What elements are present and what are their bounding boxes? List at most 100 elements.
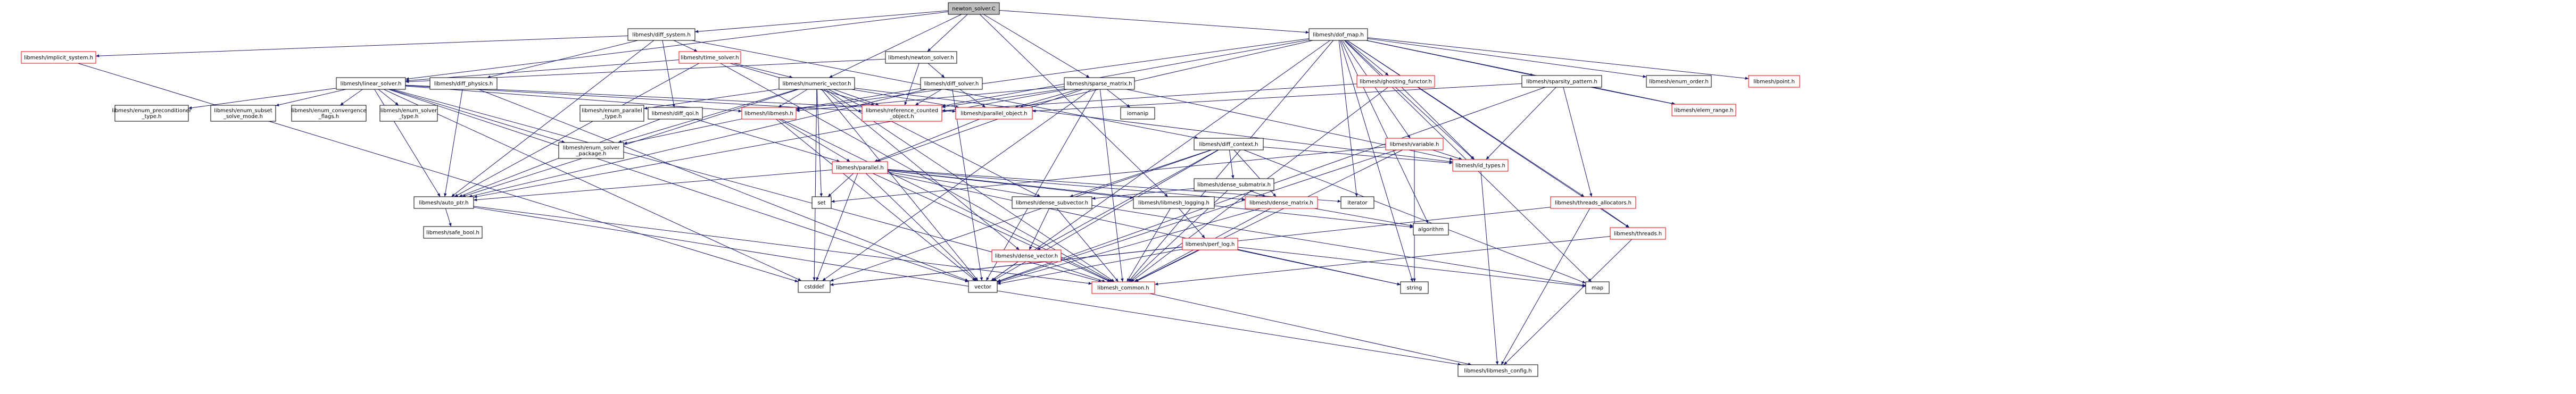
edge-linear_solver_h-to-cstddef — [383, 89, 802, 281]
node-diff-physics-h[interactable]: libmesh/diff_physics.h — [429, 77, 498, 90]
node-box — [1550, 196, 1636, 209]
node-linear-solver-h[interactable]: libmesh/linear_solver.h — [336, 77, 406, 90]
edge-newton_solver_C-to-newton_solver_h — [927, 14, 968, 52]
node-enum-order-h[interactable]: libmesh/enum_order.h — [1646, 75, 1712, 88]
edge-newton_solver_C-to-diff_system_h — [694, 10, 949, 33]
node-libmesh-h[interactable]: libmesh/libmesh.h — [741, 107, 797, 120]
node-map[interactable]: map — [1585, 281, 1610, 294]
node-set[interactable]: set — [811, 196, 832, 209]
node-label: _package.h — [576, 151, 607, 157]
edge-dof_map_h-to-id_types_h — [1344, 40, 1475, 160]
node-enum-preconditioner-type-h[interactable]: libmesh/enum_preconditioner_type.h — [112, 105, 192, 122]
node-libmesh-common-h[interactable]: libmesh_common.h — [1091, 281, 1155, 294]
node-ghosting-functor-h[interactable]: libmesh/ghosting_functor.h — [1356, 75, 1435, 88]
node-iomanip[interactable]: iomanip — [1120, 107, 1155, 120]
node-newton-solver-h[interactable]: libmesh/newton_solver.h — [885, 51, 957, 64]
node-label: libmesh/parallel.h — [836, 165, 883, 171]
edge-numeric_vector_h-to-parallel_object_h — [851, 89, 959, 108]
node-sparsity-pattern-h[interactable]: libmesh/sparsity_pattern.h — [1521, 75, 1602, 88]
edge-diff_physics_h-to-vector — [478, 89, 969, 281]
node-dense-subvector-h[interactable]: libmesh/dense_subvector.h — [1012, 196, 1092, 209]
node-parallel-object-h[interactable]: libmesh/parallel_object.h — [955, 107, 1033, 120]
node-box — [1452, 159, 1509, 172]
edge-dense_matrix_h-to-vector — [997, 208, 1261, 283]
edge-sparse_matrix_h-to-parallel_object_h — [1014, 89, 1079, 108]
edge-linear_solver_h-to-enum_convergence_flags_h — [339, 89, 363, 106]
node-dense-vector-h[interactable]: libmesh/dense_vector.h — [991, 249, 1062, 262]
node-sparse-matrix-h[interactable]: libmesh/sparse_matrix.h — [1064, 77, 1135, 90]
edge-numeric_vector_h-to-cstddef — [813, 89, 817, 281]
node-vector[interactable]: vector — [968, 280, 998, 293]
node-label: set — [817, 200, 825, 206]
node-diff-solver-h[interactable]: libmesh/diff_solver.h — [920, 77, 983, 90]
node-box — [798, 280, 831, 293]
node-label: libmesh/newton_solver.h — [888, 55, 954, 61]
node-parallel-h[interactable]: libmesh/parallel.h — [832, 161, 888, 174]
edge-variable_h-to-set — [831, 146, 1386, 203]
node-numeric-vector-h[interactable]: libmesh/numeric_vector.h — [778, 77, 855, 90]
node-label: libmesh_common.h — [1097, 286, 1149, 291]
node-variable-h[interactable]: libmesh/variable.h — [1385, 138, 1444, 150]
node-box — [379, 105, 438, 122]
node-iterator[interactable]: iterator — [1340, 196, 1374, 209]
node-label: libmesh/enum_solver — [563, 145, 620, 151]
node-libmesh-logging-h[interactable]: libmesh/libmesh_logging.h — [1133, 196, 1215, 209]
node-enum-parallel-type-h[interactable]: libmesh/enum_parallel_type.h — [579, 105, 644, 122]
node-box — [1245, 196, 1318, 209]
edge-libmesh_logging_h-to-libmesh_common_h — [1127, 208, 1171, 282]
node-string[interactable]: string — [1400, 281, 1429, 294]
edge-dense_subvector_h-to-libmesh_common_h — [1056, 208, 1119, 282]
edge-sparse_matrix_h-to-reference_counted_object_h — [941, 88, 1065, 108]
edge-numeric_vector_h-to-reference_counted_object_h — [833, 89, 880, 106]
node-auto-ptr-h[interactable]: libmesh/auto_ptr.h — [413, 196, 474, 209]
node-dense-submatrix-h[interactable]: libmesh/dense_submatrix.h — [1194, 178, 1274, 191]
node-enum-subset-solve-mode-h[interactable]: libmesh/enum_subset_solve_mode.h — [210, 105, 276, 122]
node-elem-range-h[interactable]: libmesh/elem_range.h — [1671, 104, 1736, 116]
node-enum-solver-type-h[interactable]: libmesh/enum_solver_type.h — [379, 105, 438, 122]
node-libmesh-config-h[interactable]: libmesh/libmesh_config.h — [1457, 364, 1538, 377]
node-box — [778, 77, 855, 90]
node-algorithm[interactable]: algorithm — [1413, 223, 1449, 236]
node-box — [579, 105, 644, 122]
node-enum-convergence-flags-h[interactable]: libmesh/enum_convergence_flags.h — [291, 105, 367, 122]
node-reference-counted-object-h[interactable]: libmesh/reference_counted_object.h — [862, 105, 942, 122]
node-dense-matrix-h[interactable]: libmesh/dense_matrix.h — [1245, 196, 1318, 209]
node-safe-bool-h[interactable]: libmesh/safe_bool.h — [423, 226, 483, 239]
edge-threads_h-to-libmesh_config_h — [1503, 239, 1633, 365]
node-box — [1457, 364, 1538, 377]
node-enum-solver-package-h[interactable]: libmesh/enum_solver_package.h — [558, 142, 624, 159]
edge-implicit_system_h-to-cstddef — [78, 63, 799, 282]
edge-newton_solver_C-to-dof_map_h — [999, 10, 1310, 34]
node-point-h[interactable]: libmesh/point.h — [1748, 75, 1800, 88]
node-box — [1356, 75, 1435, 88]
node-box — [114, 105, 189, 122]
node-label: libmesh/libmesh_logging.h — [1138, 200, 1210, 206]
edge-sparse_matrix_h-to-libmesh_common_h — [1099, 89, 1124, 282]
node-dof-map-h[interactable]: libmesh/dof_map.h — [1308, 28, 1368, 41]
edge-parallel_h-to-map — [887, 171, 1586, 287]
edge-dof_map_h-to-libmesh_h — [796, 38, 1310, 111]
node-implicit-system-h[interactable]: libmesh/implicit_system.h — [21, 51, 96, 64]
edge-dof_map_h-to-algorithm — [1340, 40, 1429, 224]
node-newton-solver-C: newton_solver.C — [948, 2, 1000, 15]
node-threads-allocators-h[interactable]: libmesh/threads_allocators.h — [1550, 196, 1636, 209]
node-diff-qoi-h[interactable]: libmesh/diff_qoi.h — [648, 107, 703, 120]
edge-ghosting_functor_h-to-id_types_h — [1401, 87, 1475, 160]
node-label: _flags.h — [318, 114, 339, 120]
edge-linear_solver_h-to-libmesh_h — [405, 86, 742, 113]
node-label: libmesh/dof_map.h — [1313, 32, 1363, 38]
node-perf-log-h[interactable]: libmesh/perf_log.h — [1182, 238, 1238, 250]
node-box — [413, 196, 474, 209]
node-label: libmesh/point.h — [1753, 79, 1795, 85]
node-id-types-h[interactable]: libmesh/id_types.h — [1452, 159, 1509, 172]
node-threads-h[interactable]: libmesh/threads.h — [1610, 227, 1666, 240]
node-cstddef[interactable]: cstddef — [798, 280, 831, 293]
edge-diff_context_h-to-id_types_h — [1263, 146, 1453, 164]
node-diff-system-h[interactable]: libmesh/diff_system.h — [627, 28, 695, 41]
edge-ghosting_functor_h-to-reference_counted_object_h — [941, 83, 1357, 112]
edge-diff_solver_h-to-libmesh_h — [796, 88, 921, 110]
edge-diff_solver_h-to-parallel_object_h — [959, 89, 986, 108]
node-diff-context-h[interactable]: libmesh/diff_context.h — [1194, 138, 1264, 150]
node-time-solver-h[interactable]: libmesh/time_solver.h — [678, 51, 741, 64]
